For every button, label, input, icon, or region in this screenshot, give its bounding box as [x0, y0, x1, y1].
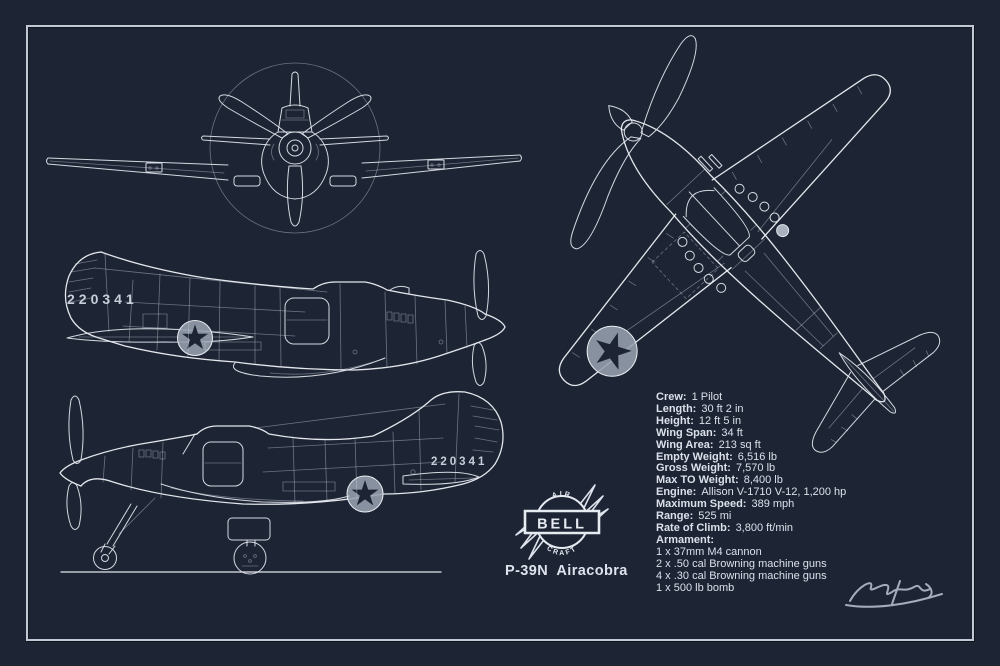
tail-number: 220341 [67, 291, 138, 307]
spec-empty-weight: Empty Weight:6,516 lb [656, 450, 777, 463]
fuselage-front [234, 72, 356, 199]
spec-wing-area: Wing Area:213 sq ft [656, 438, 761, 451]
wings-front [47, 155, 522, 180]
side-view-port-drawing: 220341 [43, 386, 513, 586]
main-gear [228, 518, 270, 574]
star-roundel-icon [577, 316, 648, 387]
spec-crew: Crew:1 Pilot [656, 391, 723, 403]
spec-wing-span: Wing Span:34 ft [656, 426, 743, 439]
spec-rate-of-climb: Rate of Climb:3,800 ft/min [656, 521, 794, 534]
spec-engine: Engine:Allison V-1710 V-12, 1,200 hp [656, 486, 847, 499]
stabilizer-side [403, 472, 479, 484]
armament-item: 1 x 500 lb bomb [656, 581, 735, 594]
propeller-disc [210, 63, 380, 233]
spec-sheet: Crew:1 Pilot Length:30 ft 2 in Height:12… [656, 391, 847, 594]
wing-side [161, 484, 349, 502]
panel-lines [103, 410, 421, 504]
top-view-container [431, 0, 1000, 585]
exhaust-ports [672, 178, 792, 297]
tail-top [778, 295, 957, 470]
armament-item: 4 x .30 cal Browning machine guns [656, 569, 827, 582]
star-roundel-icon [347, 476, 383, 512]
fuselage-top [604, 103, 905, 420]
artist-signature [842, 574, 947, 614]
side-view-starboard-drawing: 220341 [55, 242, 505, 402]
front-view-drawing [38, 46, 533, 246]
propeller-front [219, 95, 371, 226]
nose-gear [94, 498, 156, 570]
spinner [485, 314, 505, 340]
canopy-top [669, 174, 770, 277]
armament-item: 2 x .50 cal Browning machine guns [656, 557, 827, 570]
spec-length: Length:30 ft 2 in [656, 402, 744, 415]
cockpit-door [285, 298, 329, 344]
spec-height: Height:12 ft 5 in [656, 414, 742, 427]
page-title: P-39N Airacobra [505, 563, 628, 579]
border-frame [26, 25, 974, 641]
gun-barrels [698, 150, 722, 174]
armament-item: 1 x 37mm M4 cannon [656, 545, 762, 558]
spec-max-speed: Maximum Speed:389 mph [656, 498, 795, 511]
logo-air-text: AIR [551, 491, 570, 500]
star-roundel-icon [178, 321, 213, 356]
svg-text:AIR: AIR [551, 491, 573, 500]
stabilizer-front [202, 136, 389, 145]
wing-root-side [233, 358, 385, 377]
antenna-wire [255, 404, 445, 428]
armament-heading: Armament: [656, 533, 715, 546]
fuselage-side [65, 252, 505, 370]
cockpit-door [183, 434, 243, 486]
propeller-side [67, 396, 83, 530]
stabilizer-side [67, 329, 253, 342]
antenna-wire [95, 268, 327, 292]
wings-top [533, 47, 907, 403]
spec-gross-weight: Gross Weight:7,570 lb [656, 462, 776, 475]
panel-lines [129, 274, 467, 369]
spinner [60, 460, 81, 486]
top-view-drawing [431, 0, 1000, 585]
spec-range: Range:525 mi [656, 510, 732, 523]
propeller-top [519, 31, 746, 251]
propeller-side [472, 251, 488, 386]
bell-aircraft-logo: AIR CRAFT BELL [517, 477, 607, 567]
logo-bell-text: BELL [537, 517, 587, 533]
tail-number: 220341 [431, 456, 487, 468]
spec-max-to-weight: Max TO Weight:8,400 lb [656, 474, 783, 487]
fuselage-side [60, 392, 503, 505]
